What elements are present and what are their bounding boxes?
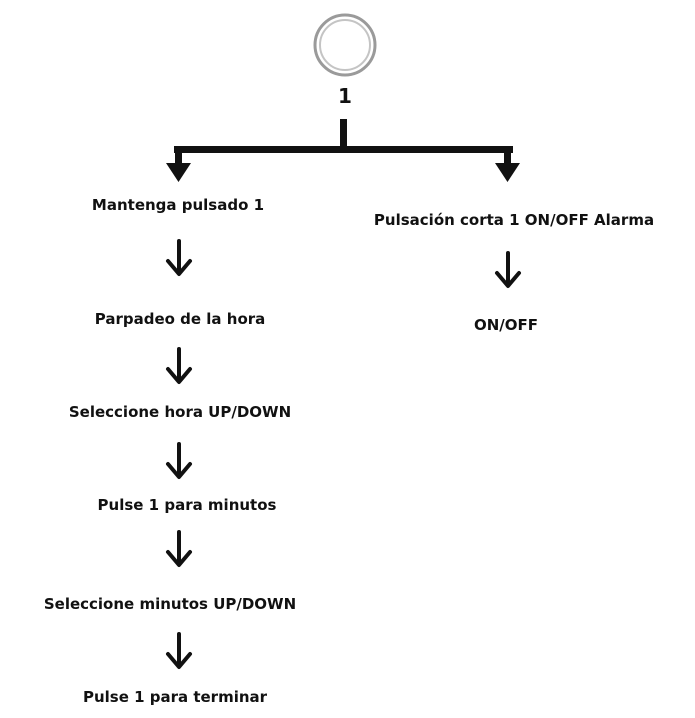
down-arrow-icon <box>166 347 192 384</box>
down-arrow-icon <box>166 632 192 669</box>
step-hold-button: Mantenga pulsado 1 <box>91 196 265 214</box>
step-press-to-finish: Pulse 1 para terminar <box>82 688 268 706</box>
step-select-hour: Seleccione hora UP/DOWN <box>68 403 292 421</box>
step-hour-blinking: Parpadeo de la hora <box>94 310 266 328</box>
down-arrow-icon <box>166 442 192 479</box>
step-short-press-alarm: Pulsación corta 1 ON/OFF Alarma <box>373 211 655 229</box>
left-drop-line <box>175 146 182 166</box>
right-drop-line <box>504 146 511 166</box>
right-branch-arrowhead <box>495 163 520 182</box>
circle-button-icon <box>313 13 377 77</box>
stem-line <box>340 119 347 149</box>
step-alarm-on-off: ON/OFF <box>473 316 539 334</box>
step-press-for-minutes: Pulse 1 para minutos <box>97 496 277 514</box>
down-arrow-icon <box>166 239 192 276</box>
button-label: 1 <box>338 84 352 108</box>
down-arrow-icon <box>166 530 192 567</box>
branch-bar <box>174 146 513 153</box>
down-arrow-icon <box>495 251 521 288</box>
left-branch-arrowhead <box>166 163 191 182</box>
step-select-minutes: Seleccione minutos UP/DOWN <box>43 595 297 613</box>
